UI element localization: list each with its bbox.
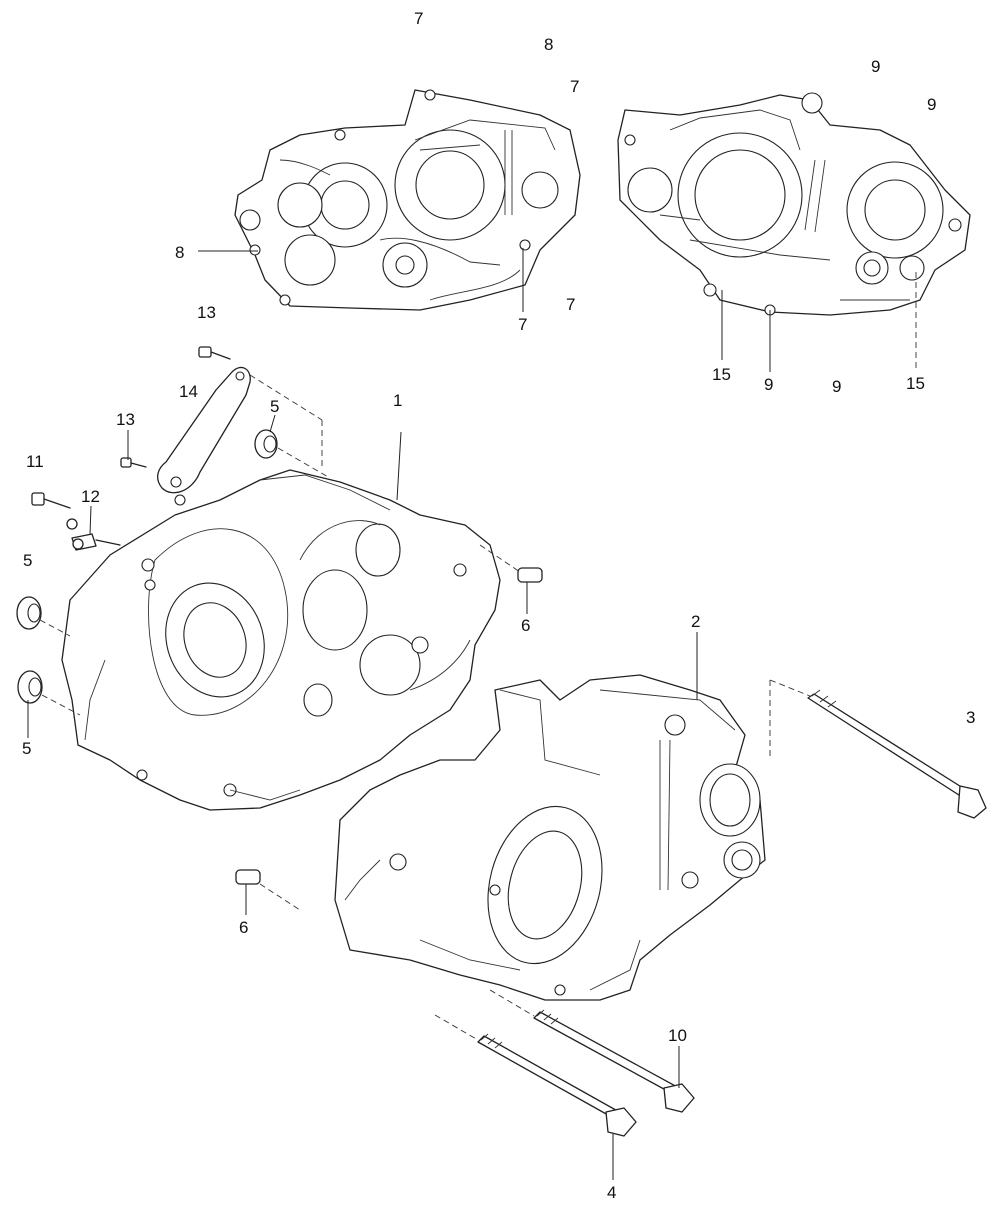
callout-6-left: 6 <box>239 918 248 937</box>
right-crankcase-half <box>334 674 766 1001</box>
bolt-11 <box>31 492 71 509</box>
callout-12: 12 <box>81 487 100 506</box>
callout-9-bottom: 9 <box>832 377 841 396</box>
callout-6-right: 6 <box>521 616 530 635</box>
screw-mid <box>120 457 147 468</box>
callout-7-leader: 7 <box>518 315 527 334</box>
long-bolt-10 <box>533 1009 695 1113</box>
callout-7-lower: 7 <box>566 295 575 314</box>
left-crankcase-half <box>61 469 501 811</box>
screw-top <box>198 346 231 360</box>
callout-4: 4 <box>607 1183 616 1202</box>
callout-11: 11 <box>26 452 44 471</box>
callout-9-top: 9 <box>871 57 880 76</box>
guide-plate <box>156 366 251 494</box>
callout-14: 14 <box>179 382 198 401</box>
callout-15-right: 15 <box>906 374 925 393</box>
callout-13-top: 13 <box>197 303 216 322</box>
dowel-pin-right <box>517 567 543 583</box>
callout-5-top: 5 <box>270 397 279 416</box>
callout-1: 1 <box>393 391 402 410</box>
callout-5-left-upper: 5 <box>23 551 32 570</box>
callout-7-top: 7 <box>414 9 423 28</box>
leader-lines <box>27 248 917 1180</box>
callout-5-left-lower: 5 <box>22 739 31 758</box>
callout-2: 2 <box>691 612 700 631</box>
callout-8-left: 8 <box>175 243 184 262</box>
callout-9-upper: 9 <box>927 95 936 114</box>
oil-seal-left-upper <box>16 596 42 630</box>
oil-seal-left-lower <box>17 670 43 704</box>
callout-7-upper-right: 7 <box>570 77 579 96</box>
dowel-pin-left <box>235 869 261 885</box>
long-bolt-3 <box>807 689 987 819</box>
callout-13-mid: 13 <box>116 410 135 429</box>
long-bolt-4 <box>477 1033 637 1137</box>
left-case-inner-view <box>234 89 581 311</box>
callout-9-leader: 9 <box>764 375 773 394</box>
callout-15-left: 15 <box>712 365 731 384</box>
callout-10: 10 <box>668 1026 687 1045</box>
oil-seal-top <box>254 429 278 459</box>
right-case-inner-view <box>617 92 971 316</box>
callout-8-top: 8 <box>544 35 553 54</box>
callout-labels: 7 8 7 9 9 8 7 7 13 15 9 9 15 14 1 5 13 1… <box>22 9 975 1202</box>
callout-3: 3 <box>966 708 975 727</box>
fitting-12 <box>66 518 121 551</box>
